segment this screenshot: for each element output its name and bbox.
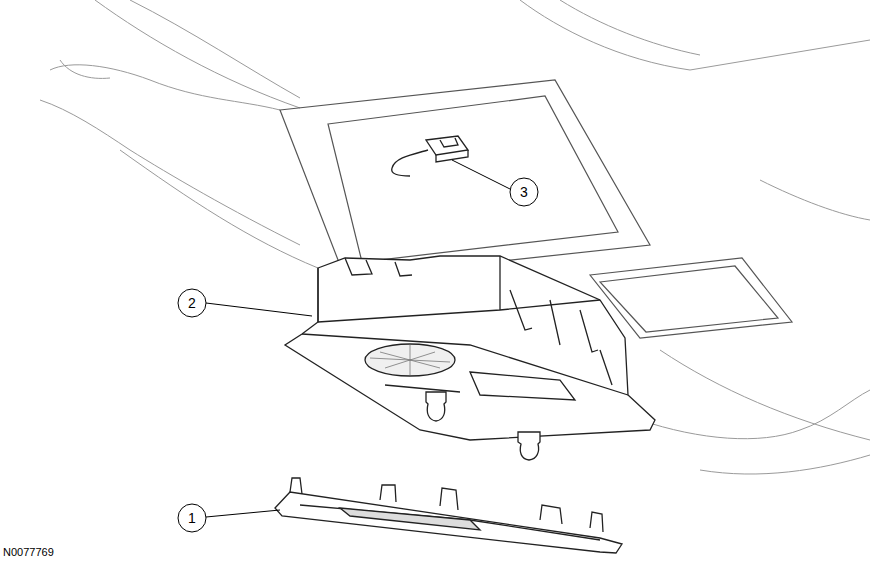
callout-number: 2 [188,295,196,311]
callout-number: 3 [520,184,528,200]
wire-connector [392,136,468,176]
leader-lines [206,160,510,517]
figure-code: N0077769 [3,546,54,558]
bulbs [426,392,540,460]
callout-circles [178,178,538,532]
overhead-console [285,256,655,440]
console-bezel [275,478,622,553]
headliner-lines [40,0,870,474]
callout-number: 1 [188,510,196,526]
